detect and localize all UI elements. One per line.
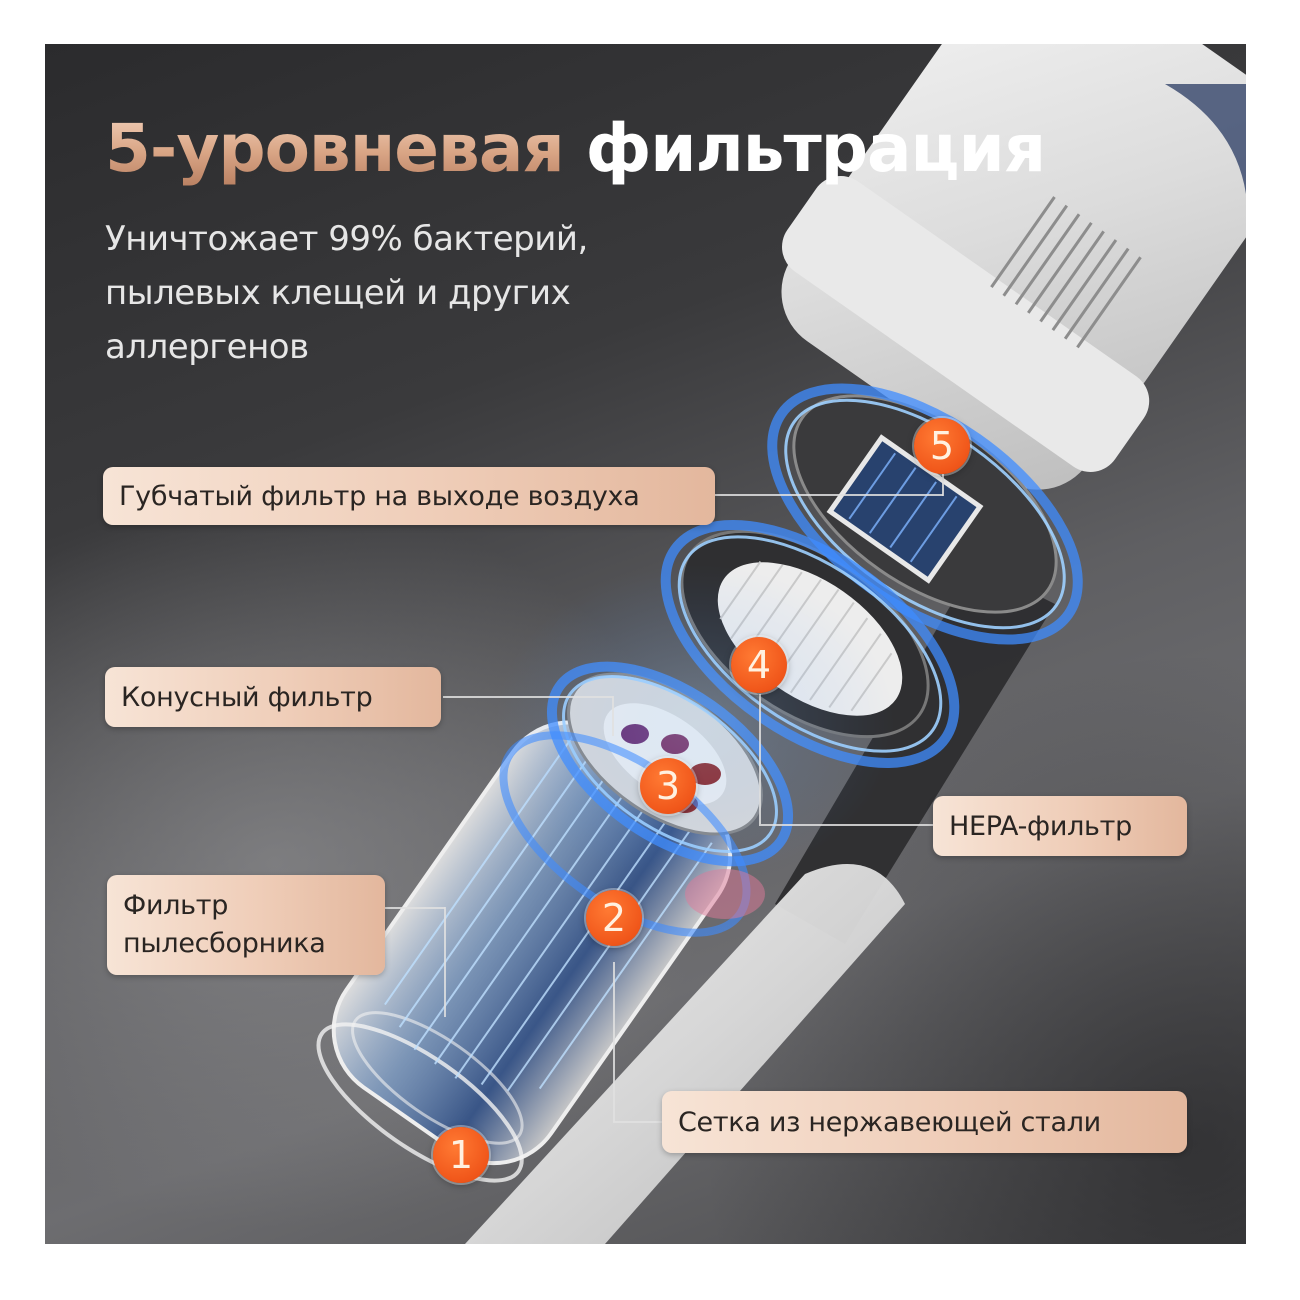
connector-line-2-vertical bbox=[613, 962, 615, 1122]
subtitle-line-3: аллергенов bbox=[105, 327, 309, 367]
infographic-panel: 5-уровневая фильтрация Уничтожает 99% ба… bbox=[45, 44, 1246, 1244]
label-text-line-2: пылесборника bbox=[123, 928, 326, 959]
page-title: 5-уровневая фильтрация bbox=[105, 116, 1046, 182]
connector-line-5-vertical bbox=[942, 474, 944, 496]
connector-line-1-vertical bbox=[444, 907, 446, 1017]
badge-5: 5 bbox=[914, 418, 970, 474]
vacuum-filter-illustration bbox=[316, 44, 1246, 1244]
label-steel-mesh: Сетка из нержавеющей стали bbox=[662, 1091, 1187, 1153]
label-text-line-1: Фильтр bbox=[123, 890, 229, 921]
title-accent: 5-уровневая bbox=[105, 110, 565, 187]
title-plain: фильтрация bbox=[585, 110, 1046, 187]
connector-line-2 bbox=[613, 1121, 663, 1123]
label-text: Сетка из нержавеющей стали bbox=[678, 1106, 1101, 1138]
subtitle-line-1: Уничтожает 99% бактерий, bbox=[105, 219, 588, 259]
connector-line-4 bbox=[759, 824, 934, 826]
connector-line-3 bbox=[443, 696, 613, 698]
badge-3: 3 bbox=[640, 758, 696, 814]
connector-line-5 bbox=[715, 494, 943, 496]
badge-2: 2 bbox=[586, 890, 642, 946]
subtitle-line-2: пылевых клещей и других bbox=[105, 273, 571, 313]
label-dust-cup-filter: Фильтр пылесборника bbox=[107, 875, 385, 975]
connector-line-4-vertical bbox=[759, 694, 761, 824]
label-text: Конусный фильтр bbox=[121, 681, 373, 713]
motor-housing bbox=[781, 44, 1246, 490]
sponge-filter bbox=[792, 394, 1058, 614]
label-hepa-filter: HEPA-фильтр bbox=[933, 796, 1187, 856]
label-text: HEPA-фильтр bbox=[949, 810, 1132, 842]
connector-line-1 bbox=[385, 907, 445, 909]
label-cone-filter: Конусный фильтр bbox=[105, 667, 441, 727]
connector-line-3-vertical bbox=[612, 696, 614, 736]
badge-1: 1 bbox=[433, 1127, 489, 1183]
label-sponge-filter: Губчатый фильтр на выходе воздуха bbox=[103, 467, 715, 525]
badge-4: 4 bbox=[731, 637, 787, 693]
label-text: Губчатый фильтр на выходе воздуха bbox=[119, 480, 640, 512]
subtitle: Уничтожает 99% бактерий, пылевых клещей … bbox=[105, 212, 665, 374]
